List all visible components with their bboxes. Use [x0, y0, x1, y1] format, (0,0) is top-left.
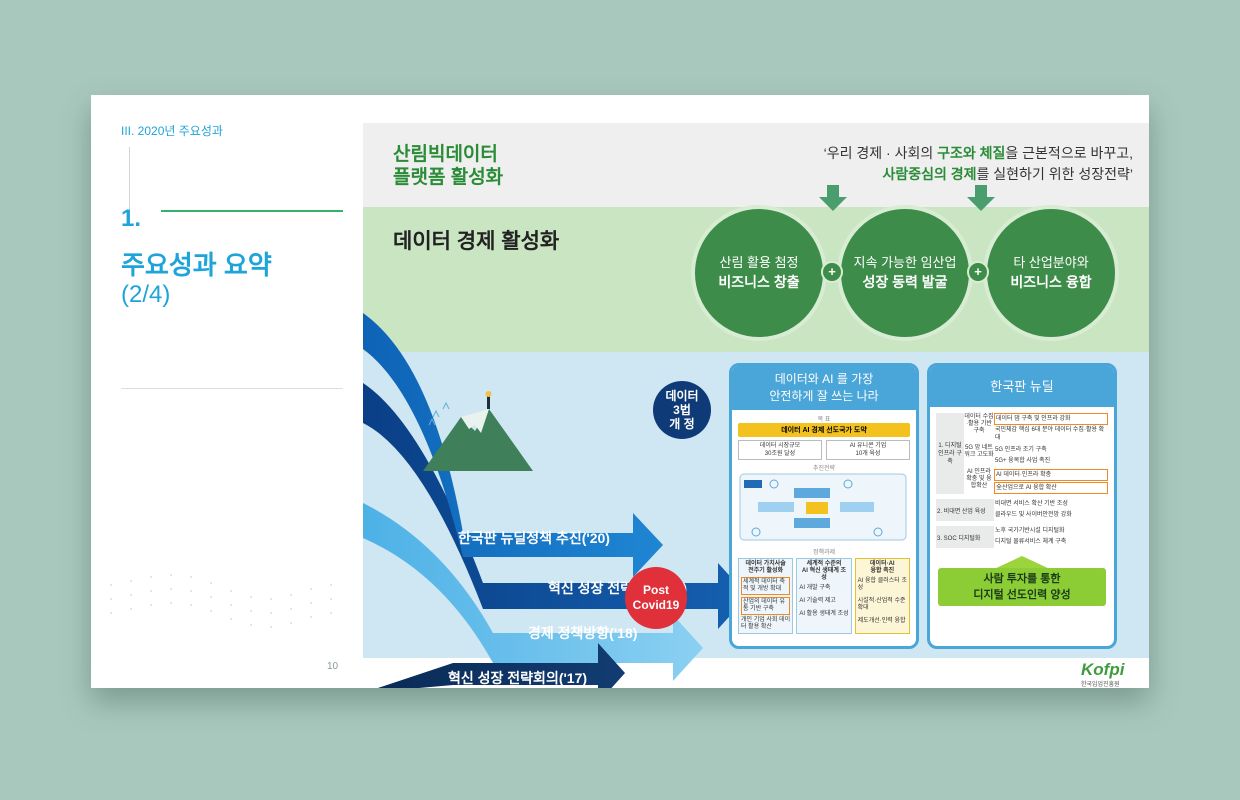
kofpi-logo: Kofpi [1081, 660, 1125, 679]
mountain-icon [423, 391, 533, 471]
page-subtitle: (2/4) [121, 281, 171, 308]
new-deal-row-3: AI 인프라 확충 및 융합확산 AI 데이터·인프라 확충 全산업으로 AI … [964, 469, 1108, 494]
horizontal-divider [121, 388, 343, 389]
new-deal-row-1: 데이터 수집·활용 기반구축 데이터 댐 구축 및 인프라 강화 국민체감 핵심… [964, 413, 1108, 443]
post-covid-badge: Post Covid19 [625, 567, 687, 629]
down-arrow-stem-2 [975, 185, 987, 197]
goal-label: 목 표 [817, 417, 831, 423]
section-label: III. 2020년 주요성과 [121, 124, 223, 138]
slide: III. 2020년 주요성과 1. 주요성과 요약 (2/4) 10 산림빅데… [91, 95, 1149, 688]
strategy-label: 추진전략 [812, 466, 836, 472]
goal-title: 데이터 AI 경제 선도국가 도약 [738, 423, 910, 437]
section-number: 1. [121, 205, 142, 232]
quote-line2: 사람중심의 경제를 실현하기 위한 성장전략’ [882, 166, 1133, 182]
quote-line1: ‘우리 경제 · 사회의 구조와 체질을 근본적으로 바꾸고, [823, 145, 1133, 161]
workforce-banner: 사람 투자를 통한 디지털 선도인력 양성 [938, 568, 1106, 606]
plus-icon: + [821, 261, 843, 283]
data-law-badge: 데이터 3법 개 정 [653, 381, 711, 439]
economy-title: 데이터 경제 활성화 [393, 230, 560, 253]
down-arrow-icon [967, 197, 995, 211]
strategy-quote: ‘우리 경제 · 사회의 구조와 체질을 근본적으로 바꾸고, 사람중심의 경제… [693, 143, 1133, 185]
arrow-2018 [363, 503, 703, 681]
up-arrow-icon [992, 556, 1052, 570]
arrow-2020 [363, 313, 663, 577]
new-deal-bottom: 사람 투자를 통한 디지털 선도인력 양성 [936, 556, 1108, 608]
page-number: 10 [327, 661, 339, 672]
arrow-2017 [378, 643, 625, 688]
page-title: 주요성과 요약 [121, 250, 272, 280]
new-deal-group-2: 2. 비대면 산업 육성 비대면 서비스 확산 기반 조성 클라우드 및 사이버… [936, 499, 1108, 521]
down-arrow-icon [819, 197, 847, 211]
platform-title-line2: 플랫폼 활성화 [393, 167, 504, 188]
header-band [363, 123, 1149, 207]
group1-label: 1. 디지털 인프라 구축 [936, 413, 964, 494]
wave-decoration [110, 574, 332, 628]
new-deal-group-3: 3. SOC 디지털화 노후 국가기반시설 디지털화 디지털 물류서비스 체계 … [936, 526, 1108, 548]
vertical-divider [129, 147, 130, 209]
goal-circle-1: 산림 활용 첨정 비즈니스 창출 [691, 205, 827, 341]
new-deal-group-1: 1. 디지털 인프라 구축 데이터 수집·활용 기반구축 데이터 댐 구축 및 … [936, 413, 1108, 494]
arrow-2019 [363, 383, 748, 629]
policy-arrows [363, 313, 748, 688]
arrow-label-2018: 경제 정책방향('18) [528, 625, 638, 641]
goal-circle-2: 지속 가능한 임산업 성장 동력 발굴 [837, 205, 973, 341]
platform-title: 산림빅데이터 플랫폼 활성화 [393, 143, 503, 189]
new-deal-row-2: 5G 망 네트워크 고도화 5G 인프라 조기 구축 5G+ 융복합 사업 촉진 [964, 445, 1051, 464]
green-rule [161, 210, 343, 212]
new-deal-panel-body: 1. 디지털 인프라 구축 데이터 수집·활용 기반구축 데이터 댐 구축 및 … [930, 407, 1114, 614]
plus-icon: + [967, 261, 989, 283]
arrow-label-2017: 혁신 성장 전략회의('17) [448, 670, 588, 686]
left-column: III. 2020년 주요성과 1. 주요성과 요약 (2/4) 10 [91, 95, 363, 688]
kofpi-logo-sub: 한국임업진흥원 [1081, 682, 1120, 688]
data-ai-panel-header: 데이터와 AI 를 가장 안전하게 잘 쓰는 나라 [732, 366, 916, 410]
arrow-label-2020: 한국판 뉴딜정책 추진('20) [458, 530, 610, 546]
data-ai-panel: 데이터와 AI 를 가장 안전하게 잘 쓰는 나라 목 표 데이터 AI 경제 … [729, 363, 919, 649]
platform-title-line1: 산림빅데이터 [393, 144, 498, 165]
strategy-diagram [739, 473, 907, 541]
new-deal-panel-header: 한국판 뉴딜 [930, 366, 1114, 407]
new-deal-panel: 한국판 뉴딜 1. 디지털 인프라 구축 데이터 수집·활용 기반구축 데이터 … [927, 363, 1117, 649]
main-content: 산림빅데이터 플랫폼 활성화 ‘우리 경제 · 사회의 구조와 체질을 근본적으… [363, 123, 1149, 688]
goal-circle-3: 타 산업분야와 비즈니스 융합 [983, 205, 1119, 341]
policy-label: 정책과제 [812, 550, 836, 556]
down-arrow-stem-1 [827, 185, 839, 197]
